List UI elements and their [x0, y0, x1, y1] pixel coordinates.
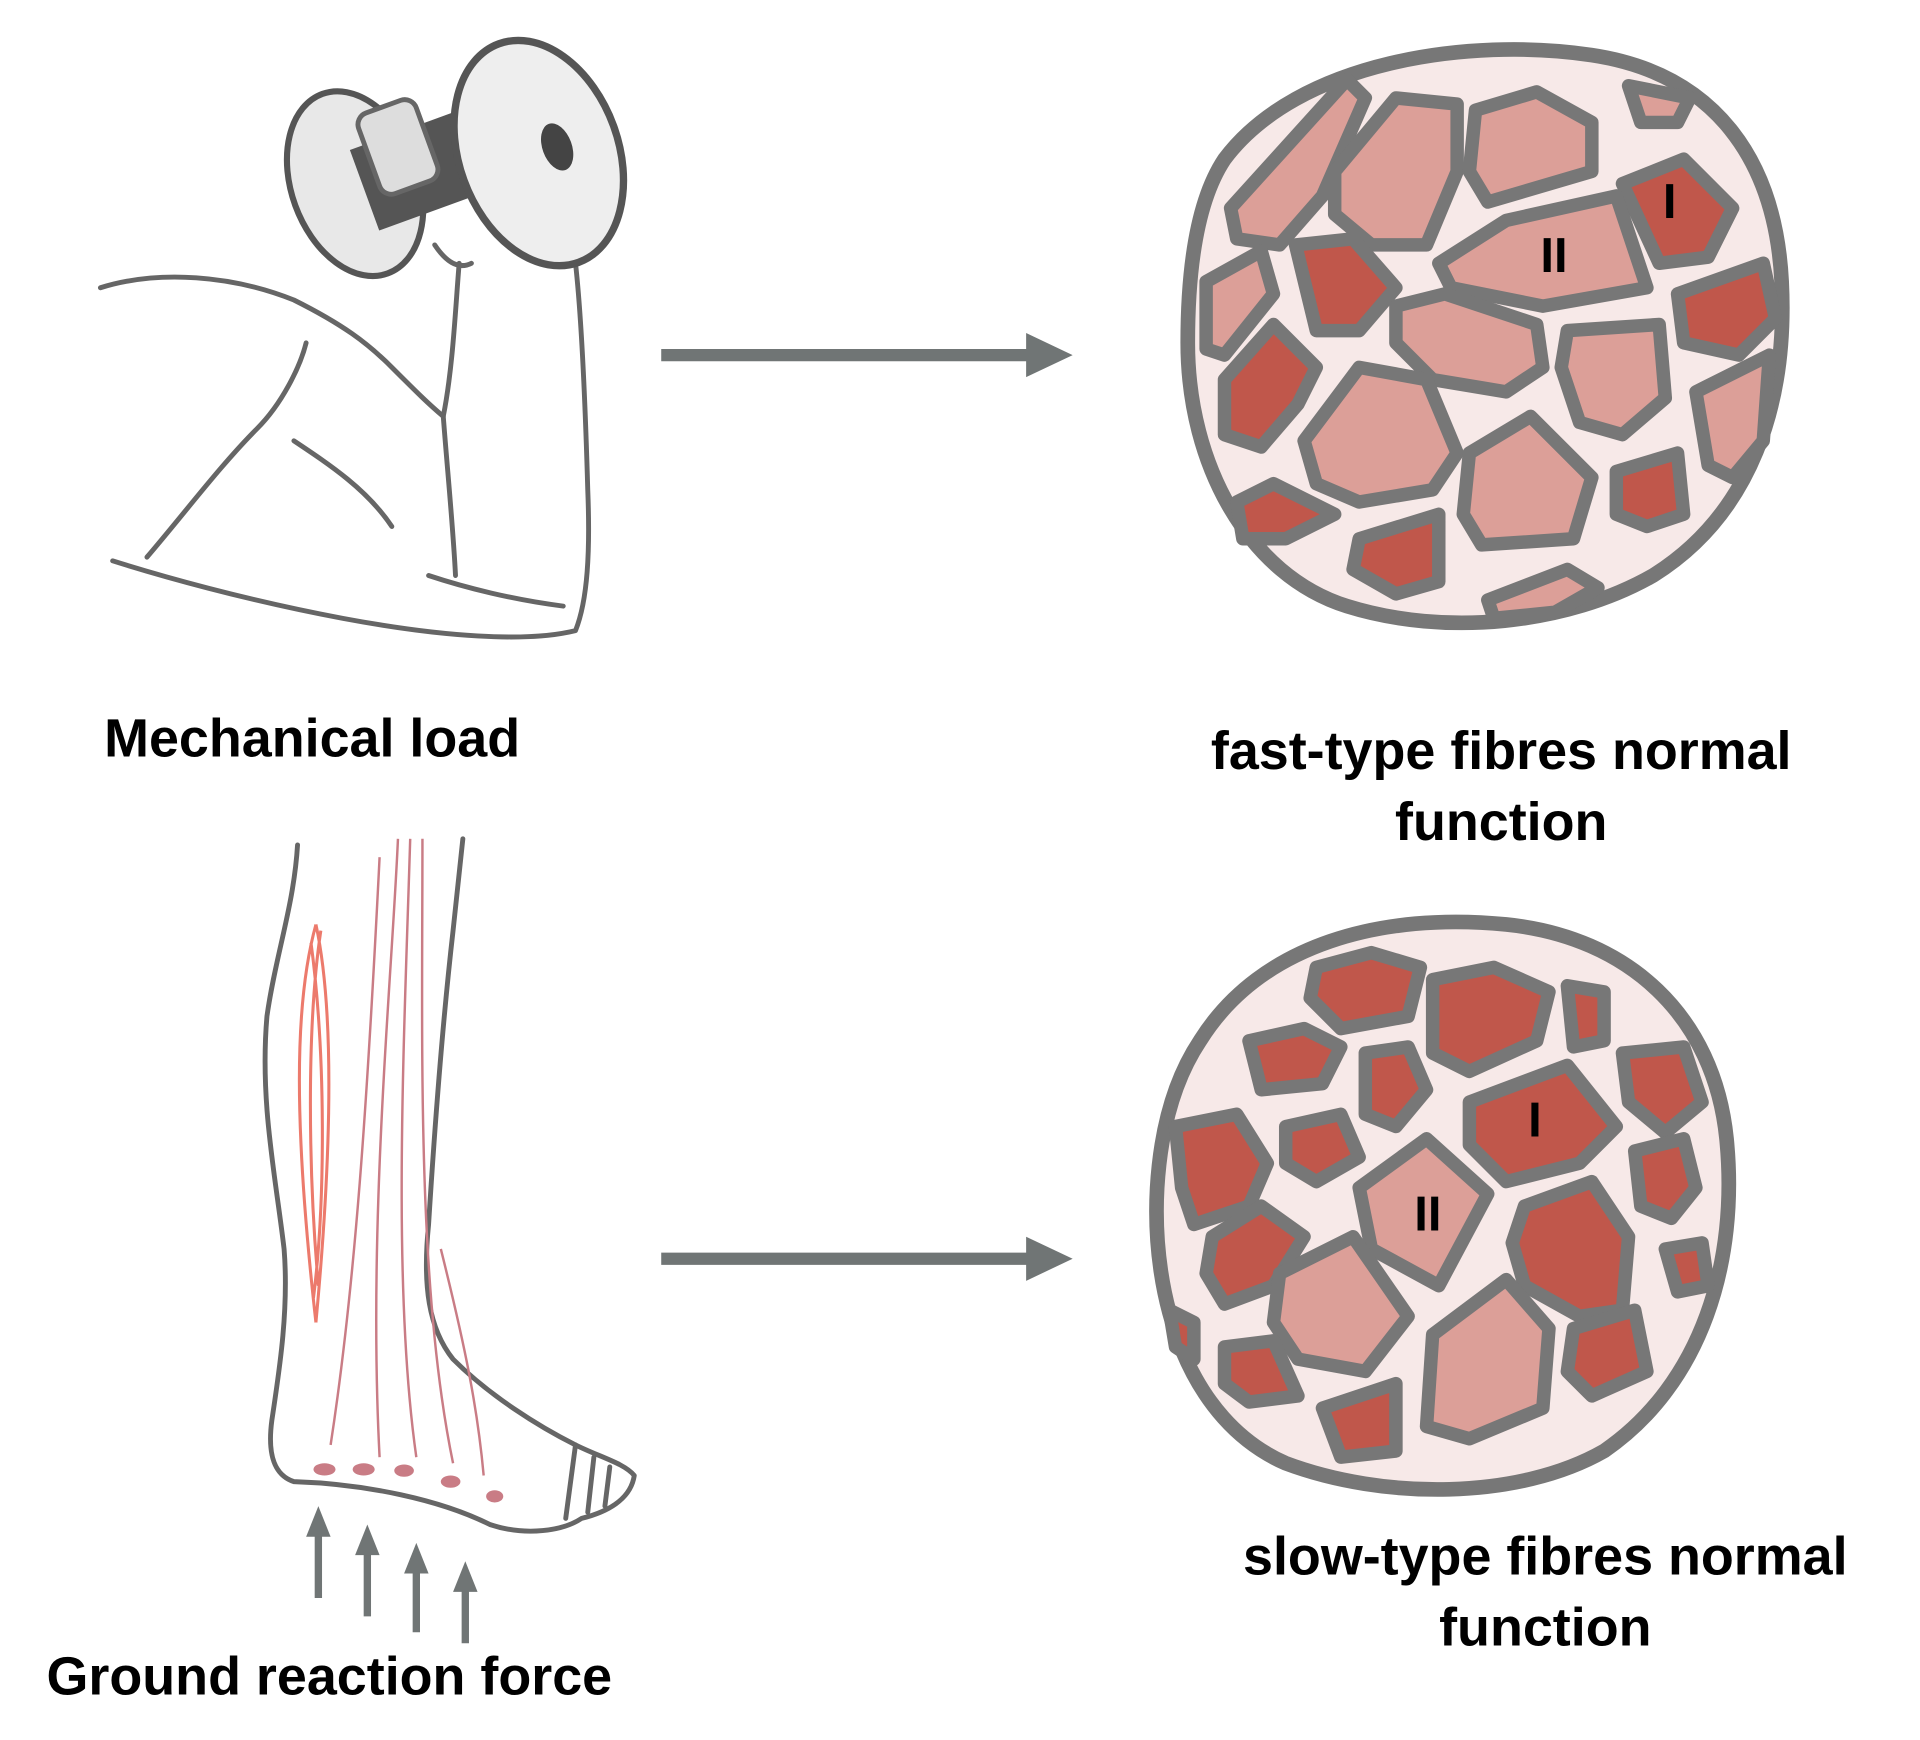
type-i-label: I: [1528, 1093, 1542, 1147]
arrow-right-icon: [661, 333, 1073, 378]
slow-type-label-line2: function: [1439, 1598, 1651, 1658]
slow-type-label-line1: slow-type fibres normal: [1243, 1527, 1848, 1587]
type-i-label: I: [1663, 175, 1677, 229]
leg-foot-illustration: [262, 836, 637, 1534]
ground-reaction-force-label: Ground reaction force: [47, 1647, 613, 1707]
fast-type-fibre-cross-section: I II: [1180, 42, 1790, 631]
fast-type-label-line2: function: [1395, 792, 1607, 852]
type-ii-label: II: [1540, 229, 1567, 283]
arm-dumbbell-illustration: [97, 36, 628, 640]
slow-type-fibre-cross-section: I II: [1149, 914, 1737, 1497]
type-ii-label: II: [1414, 1188, 1441, 1242]
arrow-right-icon: [661, 1236, 1073, 1281]
ground-force-arrows-icon: [306, 1506, 478, 1644]
mechanical-load-label: Mechanical load: [104, 709, 520, 769]
fast-type-label-line1: fast-type fibres normal: [1211, 721, 1792, 781]
